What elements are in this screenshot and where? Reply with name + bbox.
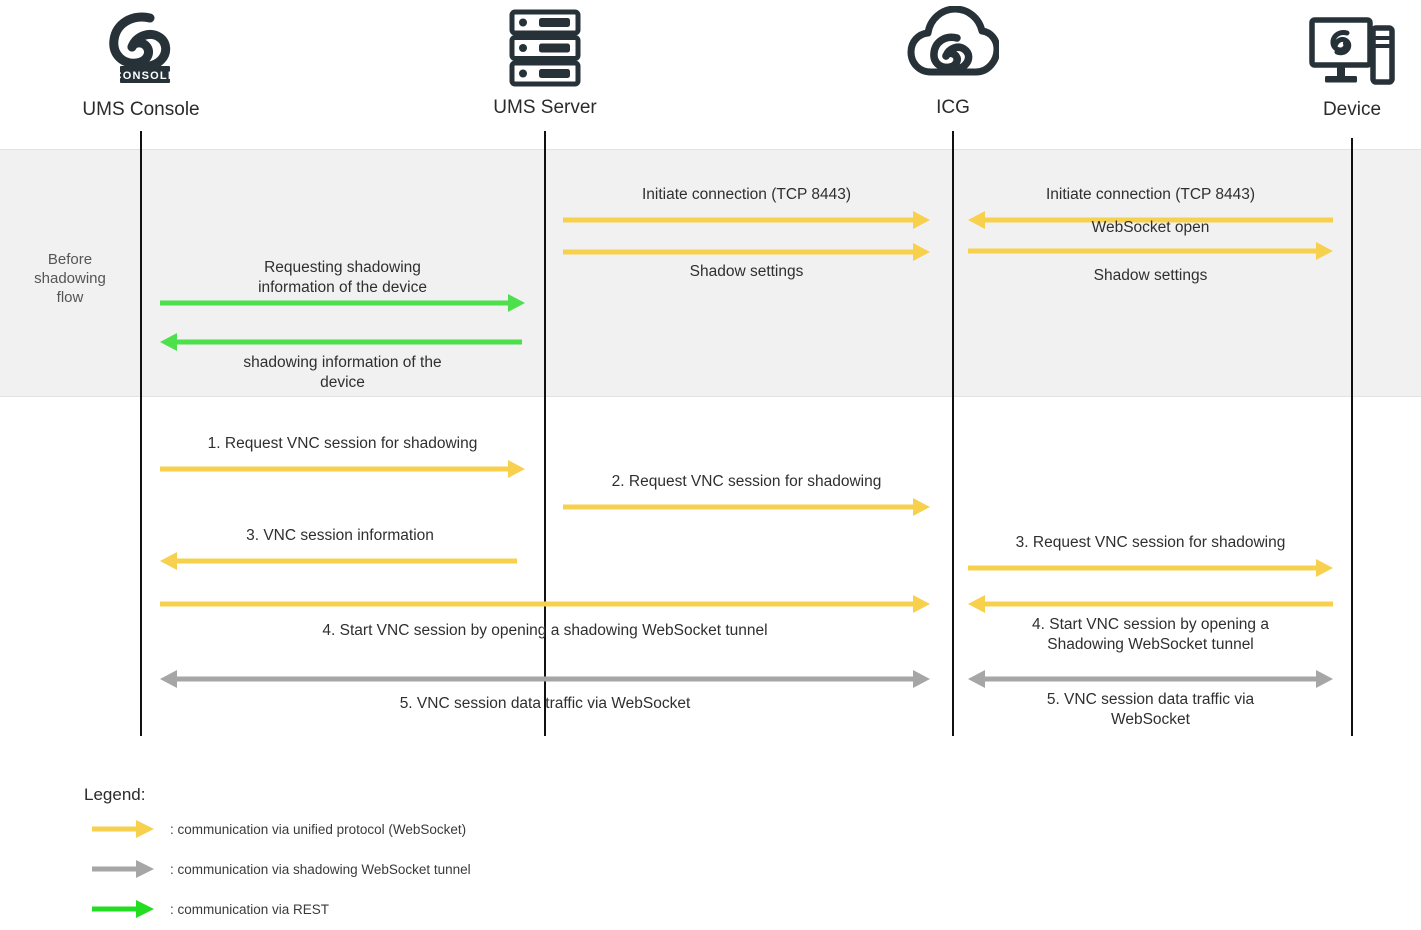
message-step-5-vnc-data-traffic: 5. VNC session data traffic via WebSocke… [160, 670, 930, 725]
message-shadow-settings-server-icg: Shadow settings [563, 243, 930, 291]
actor-label-ums-server: UMS Server [493, 97, 597, 118]
arrow-unified-right [563, 498, 930, 516]
message-requesting-shadowing-information: Requesting shadowing information of the … [160, 258, 525, 313]
arrow-rest-left [160, 333, 522, 351]
actor-label-ums-console: UMS Console [82, 99, 200, 120]
message-label: WebSocket open [1091, 219, 1210, 236]
legend-item-shadowing-tunnel: : communication via shadowing WebSocket … [92, 860, 471, 878]
actor-label-device: Device [1322, 99, 1382, 120]
message-label: 4. Start VNC session by opening a Shadow… [1032, 616, 1269, 653]
arrow-tunnel-bidirectional [968, 670, 1333, 688]
actor-label-icg: ICG [936, 97, 970, 118]
legend-item-unified-protocol: : communication via unified protocol (We… [92, 820, 466, 838]
message-label: 2. Request VNC session for shadowing [611, 473, 882, 490]
message-step-3-request-vnc-session-device: 3. Request VNC session for shadowing [968, 533, 1333, 578]
message-step-5-vnc-data-traffic-device: 5. VNC session data traffic via WebSocke… [968, 670, 1333, 730]
actor-icg[interactable]: ICG [853, 5, 1053, 119]
actor-ums-server[interactable]: UMS Server [445, 8, 645, 119]
legend-label: : communication via shadowing WebSocket … [170, 861, 471, 877]
legend-label: : communication via unified protocol (We… [170, 821, 467, 837]
legend-arrow-tunnel-icon [92, 860, 154, 878]
message-label: 5. VNC session data traffic via WebSocke… [1046, 691, 1255, 728]
message-websocket-open: WebSocket open [968, 218, 1333, 266]
legend-item-rest: : communication via REST [92, 900, 329, 918]
arrow-unified-right [968, 242, 1333, 260]
arrow-unified-left [968, 595, 1333, 613]
message-label: Shadow settings [1093, 267, 1208, 284]
arrow-unified-left [160, 552, 517, 570]
phase-label-before-shadowing-flow: Before shadowing flow [34, 251, 106, 306]
message-label: Requesting shadowing information of the … [258, 259, 427, 296]
message-shadowing-information-of-the-device: shadowing information of the device [160, 333, 525, 393]
arrow-unified-left [968, 211, 1333, 229]
message-step-3-vnc-session-information: 3. VNC session information [160, 526, 520, 571]
message-label: Initiate connection (TCP 8443) [641, 186, 852, 203]
message-step-2-request-vnc-session: 2. Request VNC session for shadowing [563, 472, 930, 517]
arrow-unified-right [563, 243, 930, 261]
arrow-tunnel-bidirectional-long [160, 670, 930, 688]
arrow-unified-right [968, 559, 1333, 577]
message-initiate-connection-device-icg: Initiate connection (TCP 8443) [968, 185, 1333, 230]
message-label: 4. Start VNC session by opening a shadow… [322, 622, 768, 639]
message-label: 1. Request VNC session for shadowing [207, 435, 478, 452]
lifeline-icg [952, 131, 954, 736]
arrow-unified-right [563, 211, 930, 229]
message-step-4-start-vnc-session-tunnel-device: 4. Start VNC session by opening a Shadow… [968, 595, 1333, 665]
lifeline-ums-console [140, 131, 142, 736]
cloud-gateway-icon [853, 5, 1053, 93]
legend-label: : communication via REST [170, 901, 330, 917]
message-label: Shadow settings [689, 263, 804, 280]
legend-arrow-unified-icon [92, 820, 154, 838]
arrow-unified-right [160, 460, 525, 478]
message-step-4-start-vnc-session-tunnel: 4. Start VNC session by opening a shadow… [160, 595, 930, 653]
legend-arrow-rest-icon [92, 900, 154, 918]
legend-title: Legend: [84, 785, 146, 804]
server-rack-icon [445, 8, 645, 93]
message-label: Initiate connection (TCP 8443) [1045, 186, 1256, 203]
message-label: shadowing information of the device [243, 354, 442, 391]
message-initiate-connection-server-icg: Initiate connection (TCP 8443) [563, 185, 930, 230]
message-shadow-settings-icg-device: Shadow settings [968, 266, 1333, 306]
actor-ums-console[interactable]: CONSOLE UMS Console [41, 6, 241, 121]
arrow-rest-right [160, 294, 525, 312]
actor-device[interactable]: Device [1252, 14, 1421, 121]
lifeline-device [1351, 138, 1353, 736]
message-label: 3. Request VNC session for shadowing [1015, 534, 1286, 551]
message-label: 3. VNC session information [246, 527, 434, 544]
arrow-unified-right-long [160, 595, 930, 613]
message-label: 5. VNC session data traffic via WebSocke… [399, 695, 691, 712]
lifeline-ums-server [544, 131, 546, 736]
message-step-1-request-vnc-session: 1. Request VNC session for shadowing [160, 434, 525, 479]
before-shadowing-flow-band [0, 149, 1421, 397]
desktop-device-icon [1252, 14, 1421, 95]
ums-console-logo-icon: CONSOLE [41, 6, 241, 95]
svg-text:CONSOLE: CONSOLE [114, 70, 177, 82]
